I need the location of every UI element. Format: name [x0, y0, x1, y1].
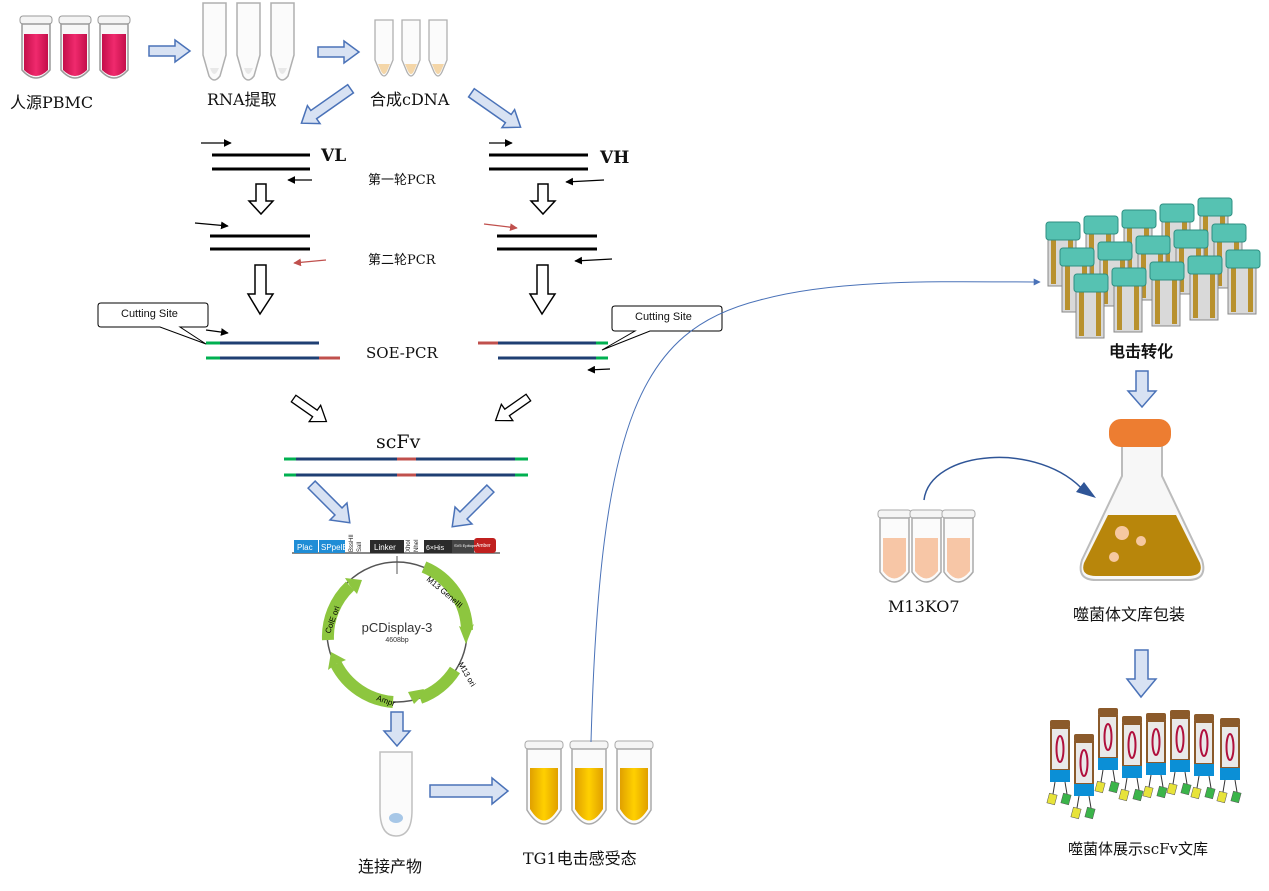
vector-site-labels: BssHII SalI XhoI NheI [349, 534, 420, 552]
vector-feature: Plac [297, 543, 313, 552]
cdna-label: 合成cDNA [370, 90, 450, 109]
flow-arrow [300, 83, 355, 125]
pbmc-label: 人源PBMC [10, 93, 94, 112]
open-arrow [290, 394, 328, 423]
phage [1070, 734, 1096, 820]
cuvette [1149, 261, 1185, 327]
down-arrows [247, 183, 557, 216]
scfv-construct [284, 457, 528, 477]
cutting-site-callout-left [97, 302, 209, 345]
tube [614, 740, 654, 825]
plasmid [321, 561, 474, 708]
cutting-site-right-label: Cutting Site [635, 311, 692, 323]
down-arrows-2 [246, 264, 557, 316]
rna-label: RNA提取 [207, 90, 277, 109]
cuvette [1111, 267, 1147, 333]
phage [1216, 718, 1242, 804]
vl-label: VL [321, 146, 347, 166]
flow-arrow [1126, 370, 1158, 409]
vh-pcr1 [489, 139, 605, 186]
vector-feature: Amber [476, 543, 491, 549]
pbmc-tubes [19, 15, 131, 79]
tg1-tubes [524, 740, 654, 825]
sppelb-box [319, 540, 345, 553]
arrow-head [1076, 482, 1096, 498]
soe-pcr-label: SOE-PCR [366, 344, 438, 362]
electroporation-cuvettes [1045, 197, 1261, 339]
scfv-label: scFv [376, 431, 421, 453]
vector-feature: NheI [414, 539, 420, 552]
electro-label: 电击转化 [1109, 342, 1174, 361]
phage [1190, 714, 1216, 800]
tube [58, 15, 92, 79]
plasmid-feature: M13 ori [456, 661, 477, 689]
flow-arrow [451, 484, 495, 528]
phage [1094, 708, 1120, 794]
vh-pcr2 [483, 223, 613, 265]
ligation-tube [379, 751, 413, 837]
vector-feature: 6×His [426, 545, 445, 552]
pcr1-label: 第一轮PCR [368, 173, 436, 188]
vector-feature: XhoI [406, 539, 412, 552]
m13ko7-tubes [877, 509, 976, 583]
tube [877, 509, 912, 583]
vector-feature: SV5 Epitope [454, 543, 477, 548]
flow-arrow [148, 38, 192, 64]
tube [524, 740, 564, 825]
culture-flask [1079, 419, 1205, 581]
vector-map [292, 538, 500, 574]
soe-pcr-right [478, 341, 611, 374]
rna-tubes [202, 2, 295, 81]
cuvette [1187, 255, 1223, 321]
flow-arrow [467, 87, 522, 129]
his-box [424, 540, 452, 553]
tg1-label: TG1电击感受态 [523, 849, 637, 868]
vector-labels: Plac SPpelB Linker 6×His SV5 Epitope Amb… [297, 543, 491, 552]
vector-feature: SalI [357, 541, 363, 552]
tube [19, 15, 53, 79]
ligation-label: 连接产物 [358, 857, 423, 876]
flow-arrow [317, 39, 361, 65]
plasmid-size: 4608bp [385, 637, 408, 644]
soe-pcr-left [205, 328, 340, 360]
vl-pcr2 [194, 221, 327, 267]
connector-curve [590, 278, 1041, 743]
amber-box [474, 538, 496, 553]
phage [1046, 720, 1072, 806]
vh-label: VH [600, 148, 630, 168]
tube [97, 15, 131, 79]
phage [1166, 710, 1192, 796]
open-arrow [494, 393, 532, 422]
tube [941, 509, 976, 583]
flow-arrow [1125, 649, 1158, 699]
flow-arrow [382, 711, 412, 748]
plac-box [294, 540, 318, 553]
vector-feature: Linker [374, 543, 396, 552]
vl-pcr1 [201, 139, 312, 184]
packaging-label: 噬菌体文库包装 [1073, 605, 1186, 624]
pcr2-label: 第二轮PCR [368, 253, 436, 268]
flow-arrow [429, 776, 510, 806]
cutting-site-callout-right [601, 305, 723, 351]
vector-feature: SPpelB [321, 543, 348, 552]
phage [1142, 713, 1168, 799]
linker-box [370, 540, 404, 553]
library-label: 噬菌体展示scFv文库 [1068, 840, 1208, 858]
sv5-box [452, 540, 474, 553]
m13ko7-label: M13KO7 [888, 597, 960, 616]
cutting-site-left-label: Cutting Site [121, 308, 178, 320]
phage-library [1046, 708, 1242, 820]
vector-feature: BssHII [349, 534, 355, 552]
phage [1118, 716, 1144, 802]
tube [569, 740, 609, 825]
flow-arrow [307, 480, 351, 524]
plasmid-name: pCDisplay-3 [362, 620, 433, 635]
tube [909, 509, 944, 583]
cdna-tubes [374, 19, 448, 77]
cuvette [1225, 249, 1261, 315]
cuvette [1073, 273, 1109, 339]
connector-curve [923, 456, 1086, 501]
